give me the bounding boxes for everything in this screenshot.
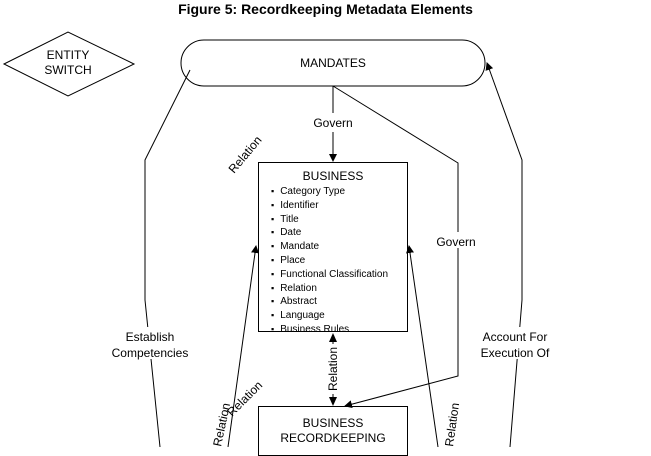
edge-relation-vertical-arrow-up: [329, 333, 337, 342]
edge-label-account-bg: [472, 327, 560, 359]
entity-switch-diamond: [2, 31, 136, 97]
entity-switch-label-line1: ENTITY: [47, 48, 90, 62]
business-element: Business Rules: [271, 323, 407, 337]
edge-label-relation-rotated-left: Relation: [210, 402, 233, 447]
business-element: Relation: [271, 282, 407, 296]
edge-label-account-line1: Account For: [483, 330, 548, 344]
business-node: BUSINESS Category Type Identifier Title …: [258, 162, 408, 335]
edge-label-govern-right-bg: [433, 232, 479, 248]
business-recordkeeping-node: BUSINESS RECORDKEEPING: [258, 406, 408, 456]
business-elements-list: Category Type Identifier Title Date Mand…: [259, 185, 407, 337]
entity-switch-label-line2: SWITCH: [44, 63, 91, 77]
edge-label-govern-center: Govern: [313, 116, 352, 130]
edge-account-for: [485, 62, 523, 447]
edge-establish-competencies: [144, 69, 191, 447]
edge-label-relation-vertical: Relation: [326, 347, 340, 391]
edge-label-establish-bg: [104, 327, 194, 359]
business-element: Language: [271, 309, 407, 323]
edge-relation-vertical-arrow-down: [329, 397, 337, 406]
business-element: Place: [271, 254, 407, 268]
business-recordkeeping-label-line2: RECORDKEEPING: [280, 431, 386, 445]
business-element: Identifier: [271, 199, 407, 213]
business-element: Date: [271, 226, 407, 240]
business-element: Abstract: [271, 295, 407, 309]
figure-title: Figure 5: Recordkeeping Metadata Element…: [178, 1, 473, 17]
mandates-label: MANDATES: [300, 56, 366, 70]
edge-label-establish-line1: Establish: [126, 330, 175, 344]
edge-label-relation-rotated-right: Relation: [442, 402, 462, 447]
business-element: Category Type: [271, 185, 407, 199]
edge-label-relation-vertical-bg: [326, 344, 340, 394]
edge-label-establish-line2: Competencies: [112, 346, 189, 360]
business-element: Title: [271, 213, 407, 227]
edge-label-govern-right: Govern: [436, 235, 475, 249]
business-label: BUSINESS: [302, 169, 364, 183]
business-recordkeeping-label-line1: BUSINESS: [302, 416, 364, 430]
edge-relation-left: [227, 245, 259, 447]
business-element: Mandate: [271, 240, 407, 254]
business-element: Functional Classification: [271, 268, 407, 282]
edge-govern-right: [332, 85, 459, 409]
edge-label-account-line2: Execution Of: [481, 346, 550, 360]
edge-relation-right: [406, 245, 439, 447]
